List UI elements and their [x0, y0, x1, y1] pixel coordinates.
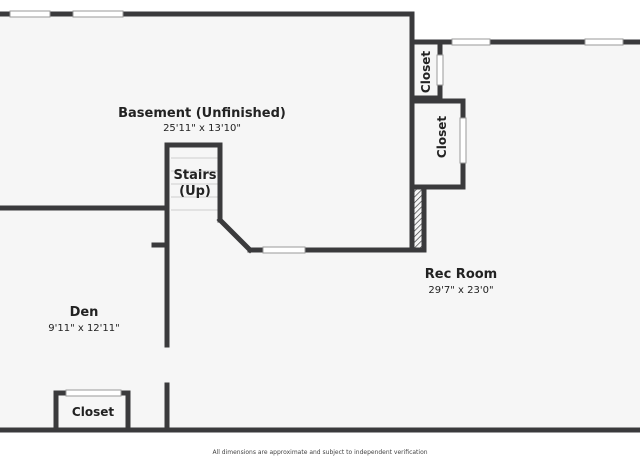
stairs-label-line2: (Up) [179, 184, 211, 199]
floor-den [0, 208, 167, 430]
stairs-treads [171, 157, 218, 211]
basement-dims: 25'11" x 13'10" [163, 123, 241, 134]
disclaimer-text: All dimensions are approximate and subje… [212, 449, 428, 456]
windows [9, 10, 624, 397]
rec-room-dims: 29'7" x 23'0" [428, 285, 493, 296]
basement-name: Basement (Unfinished) [118, 106, 286, 121]
stairs-label-line1: Stairs [174, 168, 217, 183]
closet-den-label: Closet [72, 405, 114, 419]
window-basement-bottom [262, 246, 306, 254]
closet-door-upper [436, 54, 444, 86]
closet-lower-label: Closet [435, 116, 449, 158]
window-top-left-1 [9, 10, 51, 18]
floor-areas [0, 14, 640, 430]
floor-rec-room [167, 42, 640, 430]
window-rec-top-2 [584, 38, 624, 46]
den-name: Den [70, 305, 99, 320]
window-top-left-2 [72, 10, 124, 18]
closet-door-lower [459, 117, 467, 164]
window-rec-top-1 [451, 38, 491, 46]
den-dims: 9'11" x 12'11" [48, 323, 120, 334]
closet-door-den [65, 389, 122, 397]
rec-room-name: Rec Room [425, 267, 497, 282]
closet-upper-label: Closet [419, 51, 433, 93]
